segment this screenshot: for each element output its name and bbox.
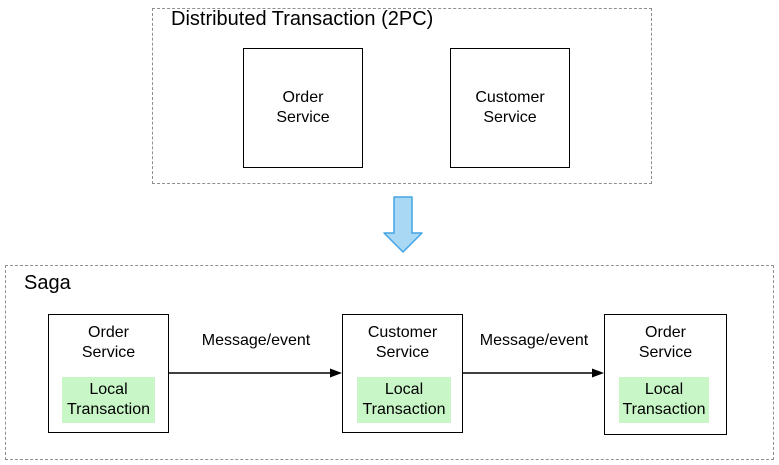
saga-order-service-label-2: Order Service xyxy=(638,324,693,361)
local-transaction-box-1: Local Transaction xyxy=(62,377,155,423)
twopc-order-service-label: Order Service xyxy=(276,89,330,126)
message-event-label-2: Message/event xyxy=(479,332,589,349)
twopc-section xyxy=(152,8,652,184)
message-event-label-1: Message/event xyxy=(201,332,311,349)
twopc-section-title: Distributed Transaction (2PC) xyxy=(171,8,434,30)
twopc-customer-service-box: Customer Service xyxy=(450,48,570,168)
down-arrow-icon xyxy=(383,196,423,253)
local-transaction-box-3: Local Transaction xyxy=(619,377,709,423)
saga-order-service-box-2: Order Service Local Transaction xyxy=(604,314,727,435)
saga-order-service-box-1: Order Service Local Transaction xyxy=(48,314,169,433)
local-transaction-box-2: Local Transaction xyxy=(357,377,451,423)
twopc-customer-service-label: Customer Service xyxy=(475,89,545,126)
saga-customer-service-box: Customer Service Local Transaction xyxy=(342,314,463,433)
twopc-order-service-box: Order Service xyxy=(243,48,363,168)
saga-order-service-label-1: Order Service xyxy=(81,324,136,361)
saga-customer-service-label: Customer Service xyxy=(367,324,438,361)
saga-section-title: Saga xyxy=(24,272,71,294)
